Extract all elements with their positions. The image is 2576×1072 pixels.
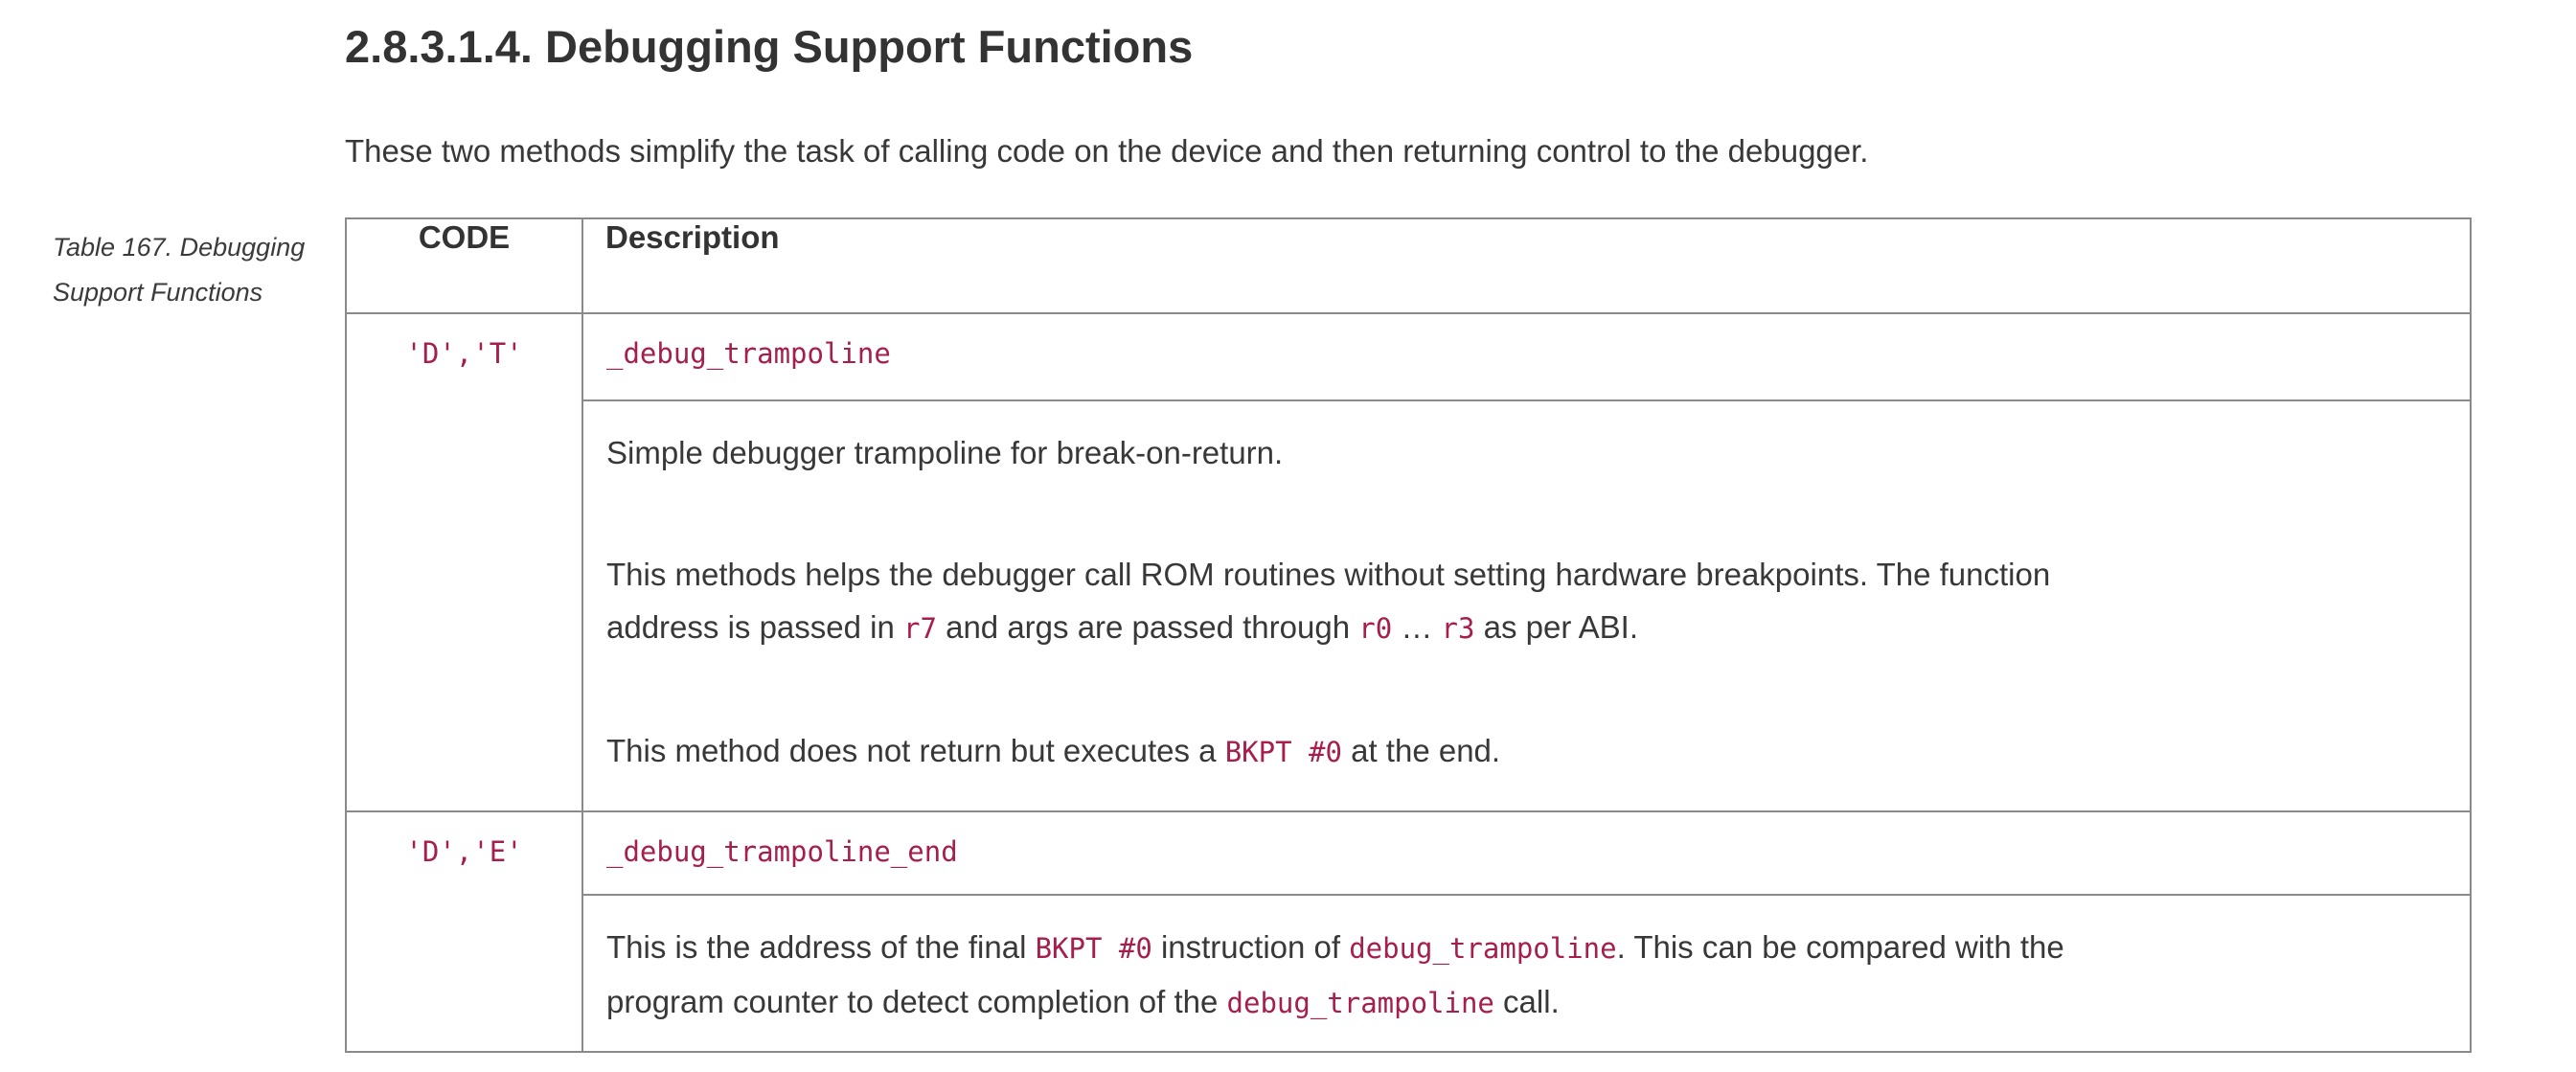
inline-code: r3 <box>1441 612 1475 645</box>
table-row: 'D','E' _debug_trampoline_end <box>345 810 2472 1053</box>
inline-code: BKPT #0 <box>1035 932 1152 965</box>
paragraph: This method does not return but executes… <box>606 733 1501 768</box>
intro-paragraph: These two methods simplify the task of c… <box>345 133 1869 169</box>
debugging-functions-table: CODE Description 'D','T' _debug_trampoli… <box>345 217 2472 1053</box>
table-header-row: CODE Description <box>345 217 2472 314</box>
column-header-code: CODE <box>345 217 583 314</box>
table-row: Simple debugger trampoline for break-on-… <box>346 399 2472 812</box>
function-name-cell: _debug_trampoline <box>581 312 2472 401</box>
section-heading: 2.8.3.1.4. Debugging Support Functions <box>345 21 1194 72</box>
column-header-description: Description <box>581 217 2472 314</box>
paragraph: This is the address of the final BKPT #0… <box>606 929 2064 1019</box>
table-row: 'D','T' _debug_trampoline <box>345 312 2472 812</box>
inline-code: debug_trampoline <box>1349 932 1617 965</box>
table-row: This is the address of the final BKPT #0… <box>346 894 2472 1053</box>
code-cell-dt: 'D','T' <box>345 312 583 812</box>
function-name-cell: _debug_trampoline_end <box>581 810 2472 896</box>
inline-code: r7 <box>903 612 937 645</box>
description-cell: This is the address of the final BKPT #0… <box>581 894 2472 1053</box>
description-cell: Simple debugger trampoline for break-on-… <box>581 399 2472 812</box>
paragraph: Simple debugger trampoline for break-on-… <box>606 435 1284 470</box>
inline-code: BKPT #0 <box>1224 736 1342 768</box>
inline-code: debug_trampoline <box>1226 987 1494 1019</box>
table-caption: Table 167. Debugging Support Functions <box>53 233 306 307</box>
inline-code: r0 <box>1358 612 1393 645</box>
paragraph: This methods helps the debugger call ROM… <box>606 557 2051 645</box>
code-cell-de: 'D','E' <box>345 810 583 1053</box>
content-column: 2.8.3.1.4. Debugging Support Functions T… <box>345 0 2473 1053</box>
